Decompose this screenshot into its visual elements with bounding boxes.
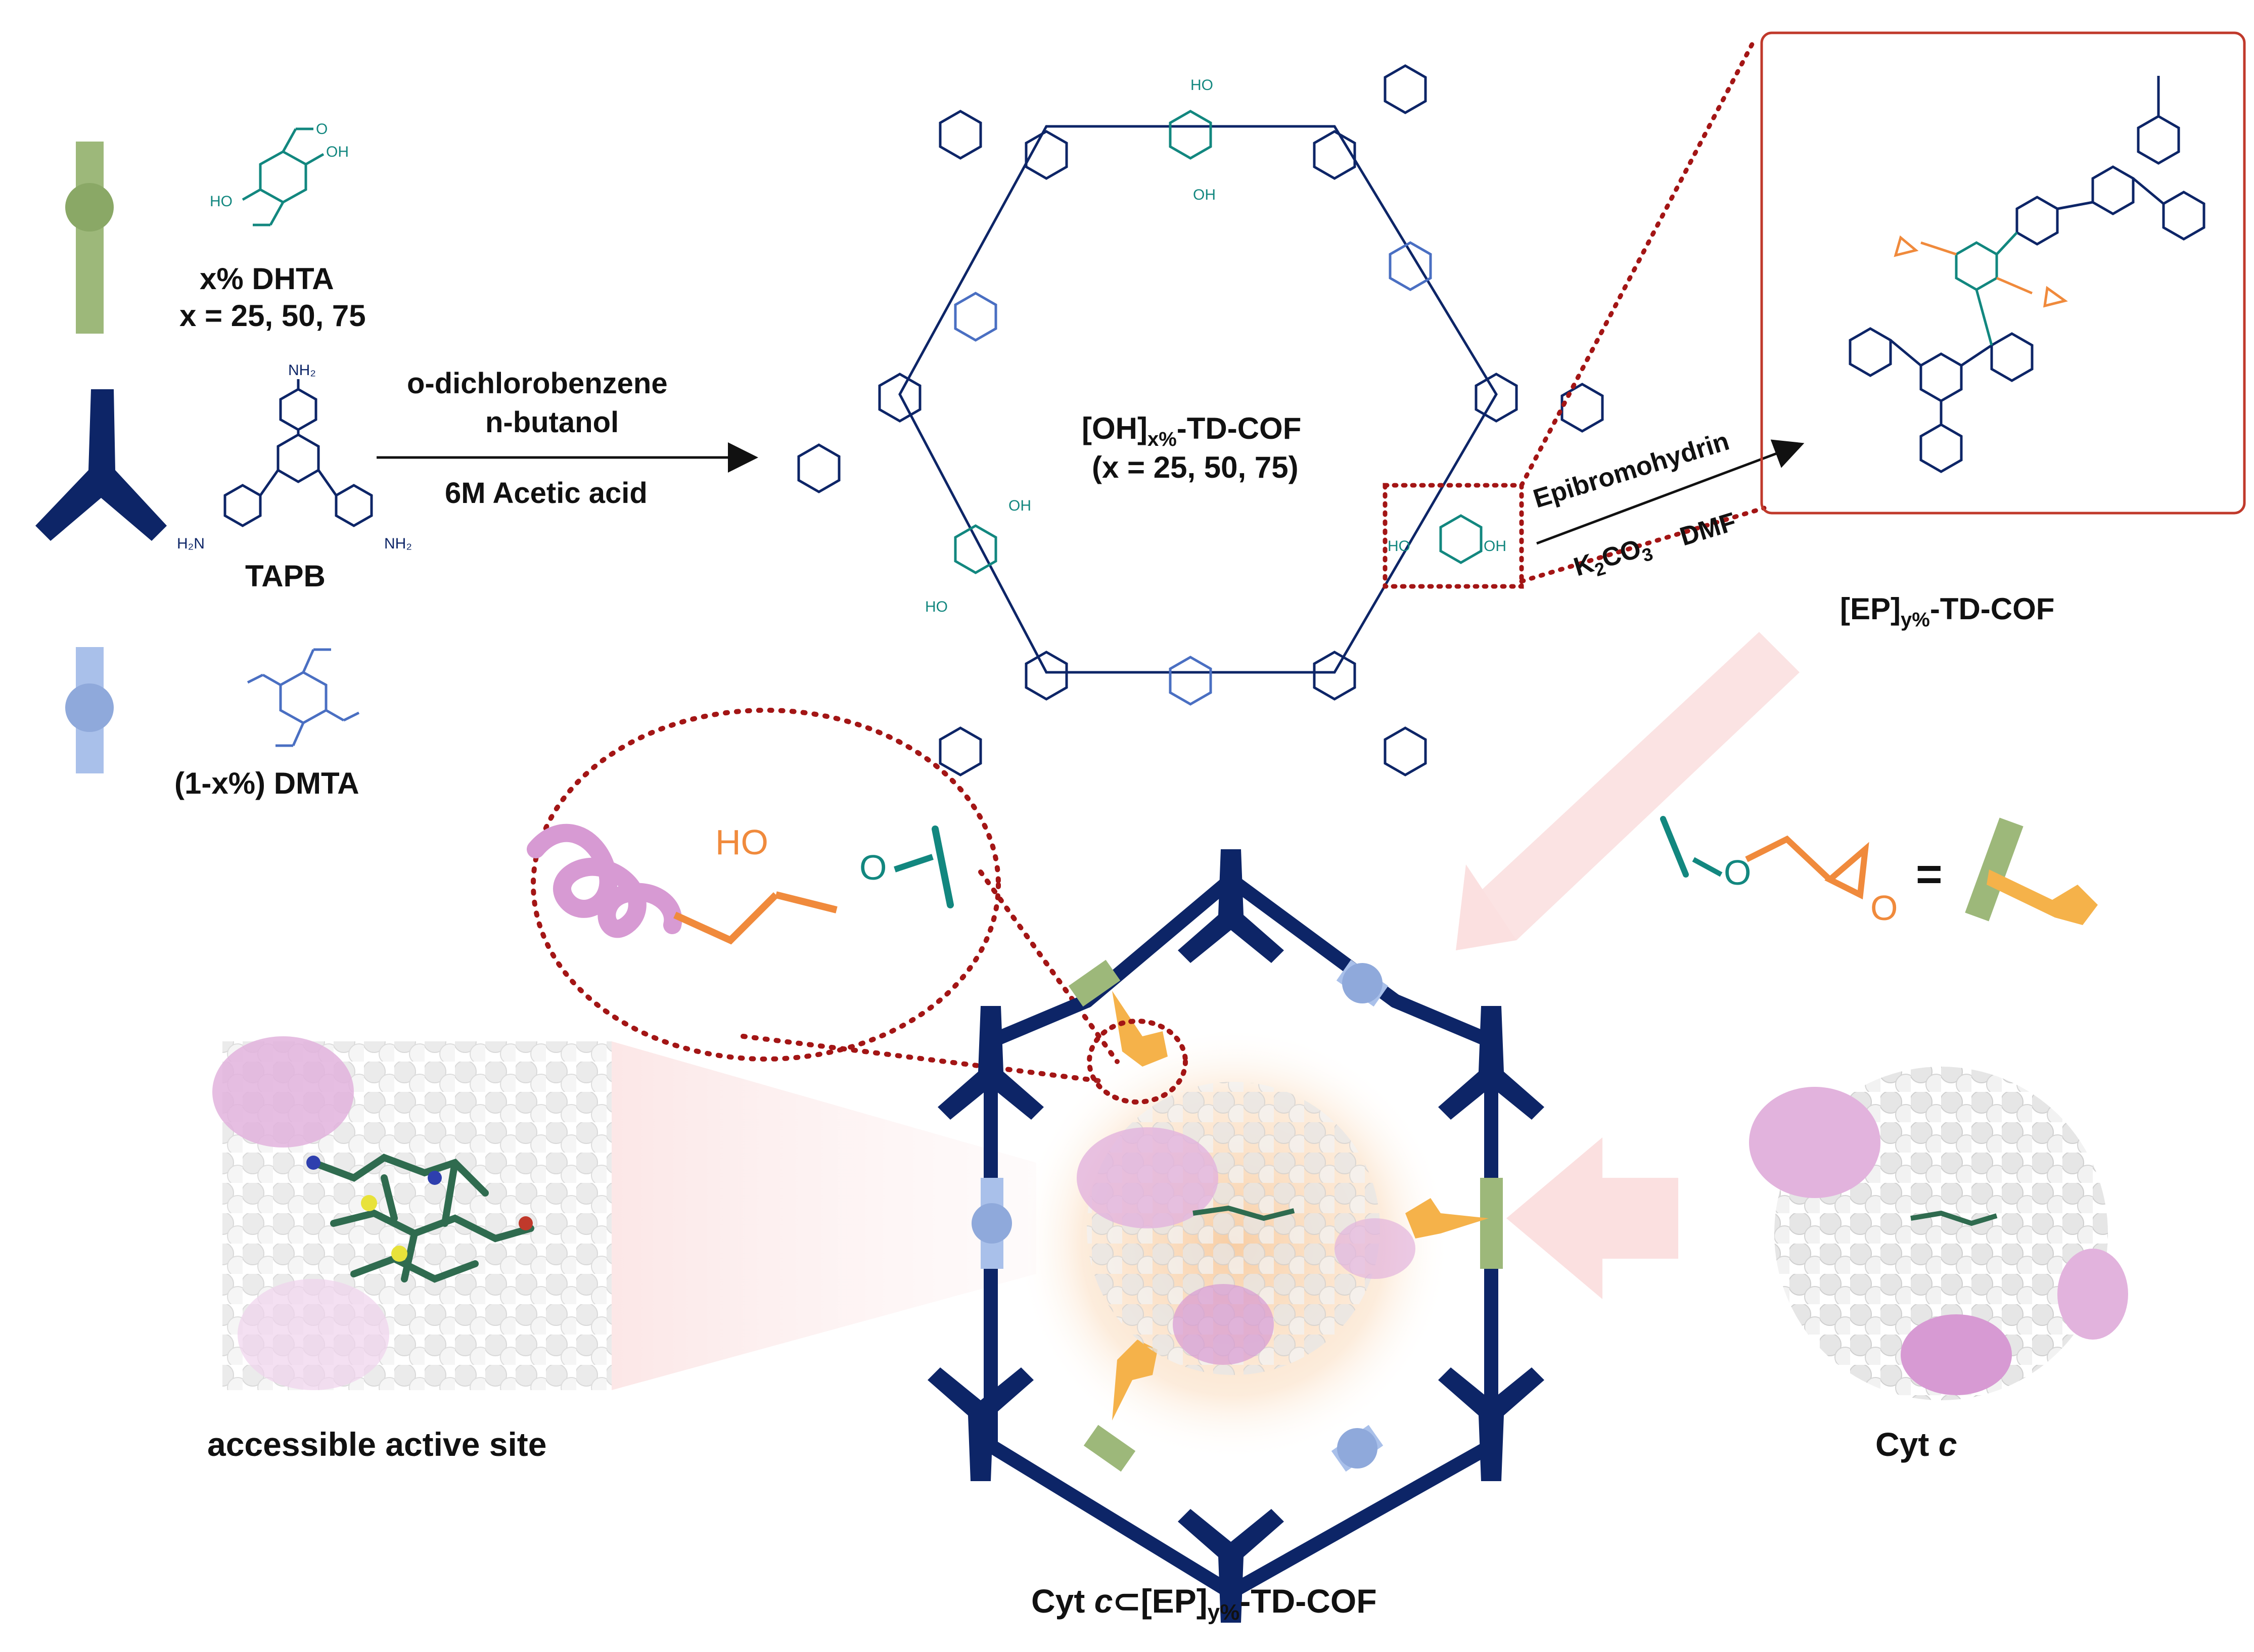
dhta-legend: O OH HO x% DHTA x = 25, 50, 75 [65,121,366,334]
tapb-node [35,389,167,541]
composite-protein [1077,1082,1415,1375]
solvent-2-label: n-butanol [485,406,619,439]
cof-tapb-rings [797,64,1604,776]
cyt-c-protein [1749,1067,2128,1400]
cyt-cof-composite [928,849,1544,1623]
composite-dhta-bottom-left [1083,1425,1136,1472]
dmta-molecule [247,648,360,747]
hydroxy-linker-ext [775,891,838,913]
binding-arrow [1506,1137,1678,1299]
ep-zoom-box [1760,31,2246,515]
composite-tapb-nodes [928,849,1544,1623]
zoom-connector-top [1519,38,1757,488]
zoom-ellipse [531,708,1001,1062]
ether-bond [894,854,934,873]
reaction-2: Epibromohydrin K2CO3 DMF [1530,427,1805,586]
dhta-aldehyde-o: O [316,121,328,137]
tapb-nh2-right: NH₂ [384,535,412,552]
tapb-legend: NH₂ H₂N NH₂ TAPB [35,362,412,593]
composite-wrench-top [1112,991,1168,1067]
oh-cof-name: [OH]x%-TD-COF [1082,411,1301,450]
cyt-c-pink-patch-1 [1749,1087,1880,1198]
catalyst-label: 6M Acetic acid [445,477,648,510]
solvent-1-label: o-dichlorobenzene [407,367,668,400]
tapb-label: TAPB [245,559,326,593]
equals-sign: = [1916,849,1943,900]
dhta-label: x% DHTA [200,262,334,296]
active-site-label: accessible active site [207,1426,546,1463]
ep-cof-fragment [1849,76,2205,473]
transform-arrow-beam [1471,632,1800,940]
composite-wrench-right [1405,1198,1489,1238]
composite-highlight [1087,1019,1188,1105]
tapb-nh2-top: NH₂ [288,362,316,379]
dhta-bar [76,142,104,334]
ep-cof-name: [EP]y%-TD-COF [1840,592,2054,631]
composite-dmta-node-br [1337,1428,1377,1469]
highlight-box-small [1383,483,1524,589]
composite-dmta-node-l [972,1203,1012,1244]
active-site-inset [212,1036,612,1390]
highlight-ho: HO [1388,538,1410,555]
oh-cof-structure [797,64,1604,776]
cof-ho-top: HO [1190,77,1213,94]
cof-hexagon-frame [898,125,1498,674]
cof-dmta-linkers [954,241,1432,706]
ribbon-fragment [527,823,682,938]
solvent-label: DMF [1677,507,1740,552]
epoxide-ring-o: O [1870,888,1898,928]
tapb-molecule [223,379,373,527]
reaction-1: o-dichlorobenzene n-butanol 6M Acetic ac… [377,367,758,510]
composite-wrench-bottom [1112,1340,1158,1420]
cof-ho-left: HO [925,599,948,615]
cyt-c-label: Cyt c [1875,1426,1957,1463]
oh-cof-values: (x = 25, 50, 75) [1092,450,1299,484]
dmta-node [65,683,114,732]
dmta-label: (1-x%) DMTA [174,766,359,800]
inset-beam [612,1041,1036,1390]
dhta-oh: OH [326,144,349,160]
composite-label: Cyt c⊂[EP]y%-TD-COF [1031,1582,1377,1625]
dmta-legend: (1-x%) DMTA [65,647,360,800]
composite-dhta-top-left [1068,959,1121,1007]
wrench-linker-bar [1965,817,2023,922]
epoxide-legend: O O = [1660,816,2098,928]
transform-arrow-head [1456,864,1516,950]
dhta-molecule [242,127,325,226]
wrench-icon [1987,869,2098,925]
cyt-c-pink-patch-3 [2057,1249,2128,1340]
framework-anchor [932,825,954,908]
reagent-label: Epibromohydrin [1530,427,1733,514]
composite-dhta-right [1480,1178,1503,1269]
tapb-h2n-left: H₂N [177,535,205,552]
zoom-connector-bottom [1519,506,1767,584]
cof-dhta-linkers [954,110,1483,574]
composite-dmta-node-tr [1342,963,1383,1003]
cyt-c-pink-patch-2 [1901,1314,2012,1395]
hydroxy-linker [673,892,778,945]
cyt-c-heme [1910,1210,1998,1226]
reaction-2-arrow [1536,439,1805,545]
dhta-ho: HO [210,193,233,210]
ether-o-label: O [859,848,887,887]
ho-label: HO [715,822,768,862]
base-label: K2CO3 [1571,531,1655,586]
highlight-oh: OH [1484,538,1506,555]
cof-oh-top: OH [1193,187,1216,203]
cof-oh-left: OH [1008,497,1031,514]
dhta-node [65,183,114,232]
dhta-values: x = 25, 50, 75 [179,299,366,333]
